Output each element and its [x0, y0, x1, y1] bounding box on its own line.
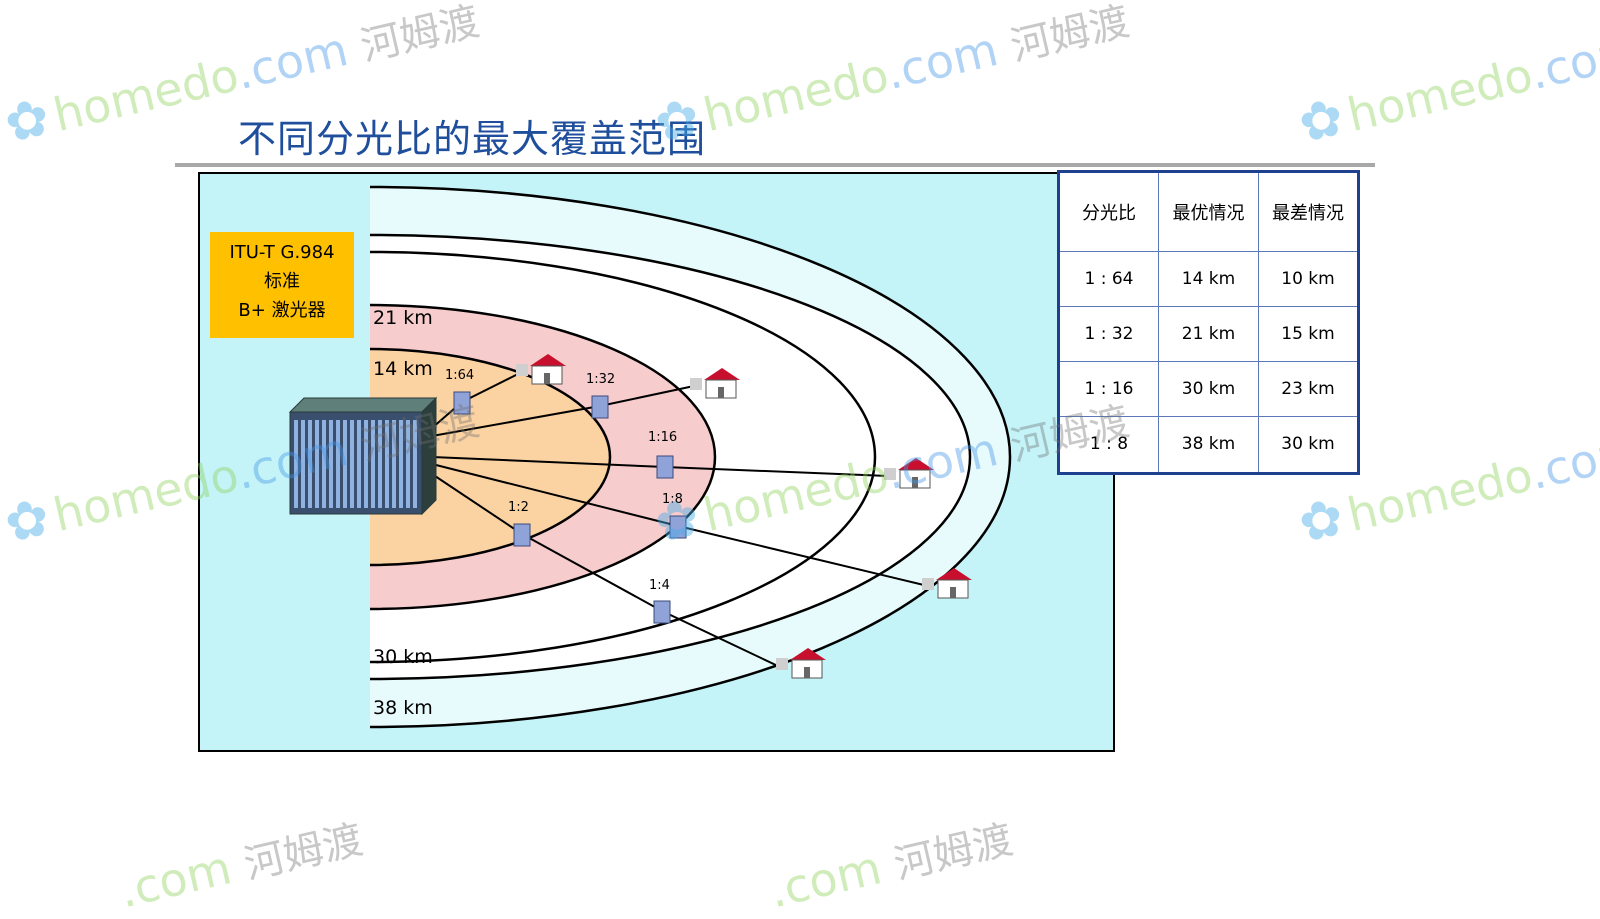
- olt-slot: [378, 420, 382, 508]
- splitter-1-2-icon: [513, 523, 531, 547]
- watermark: .com 河姆渡: [763, 807, 1017, 919]
- flower-logo-icon: ✿: [0, 86, 56, 156]
- olt-slot: [329, 420, 333, 508]
- olt-slot: [336, 420, 340, 508]
- table-cell: 1 : 32: [1058, 305, 1159, 362]
- watermark-domain: .com: [1524, 22, 1600, 101]
- watermark-chinese: 河姆渡: [239, 816, 368, 889]
- table-row: 1 : 8 38 km 30 km: [1058, 415, 1359, 475]
- watermark: .com 河姆渡: [113, 807, 367, 919]
- coverage-diagram: ITU-T G.984 标准 B+ 激光器 21 km 14 km 30 km …: [198, 172, 1115, 752]
- watermark-domain: .com: [114, 840, 237, 919]
- house-icons: [516, 354, 972, 679]
- fiber-lines: [431, 373, 929, 668]
- watermark-brand: homedo: [1342, 447, 1537, 543]
- table-cell: 30 km: [1258, 415, 1359, 475]
- table-cell: 30 km: [1158, 360, 1259, 417]
- table-cell: 1 : 64: [1058, 251, 1159, 307]
- watermark-chinese: 河姆渡: [889, 816, 1018, 889]
- splitter-1-32-icon: [591, 395, 609, 419]
- standard-line-2: 标准: [264, 271, 300, 292]
- table-row: 1 : 64 14 km 10 km: [1058, 251, 1359, 307]
- olt-slot: [371, 420, 375, 508]
- table-cell: 23 km: [1258, 360, 1359, 417]
- house-icon: [884, 458, 934, 489]
- distance-label-21km: 21 km: [373, 307, 433, 329]
- olt-slot: [399, 420, 403, 508]
- standard-info-box: ITU-T G.984 标准 B+ 激光器: [210, 232, 354, 338]
- house-icon: [516, 354, 566, 385]
- splitter-label-1-64: 1:64: [445, 368, 475, 383]
- watermark: ✿homedo.com 河姆渡: [649, 0, 1134, 155]
- olt-slot: [385, 420, 389, 508]
- watermark-chinese: 河姆渡: [1006, 0, 1134, 71]
- watermark-brand: homedo: [1342, 47, 1537, 143]
- splitter-1-4-icon: [653, 600, 671, 624]
- watermark-brand: homedo: [698, 47, 893, 143]
- watermark-domain: .com: [230, 22, 353, 101]
- olt-slot: [301, 420, 305, 508]
- table-cell: 21 km: [1158, 305, 1259, 362]
- flower-logo-icon: ✿: [1293, 486, 1350, 556]
- house-icon: [922, 568, 972, 599]
- watermark-chinese: 河姆渡: [356, 0, 484, 71]
- table-cell: 1 : 16: [1058, 360, 1159, 417]
- watermark-brand: homedo: [48, 47, 243, 143]
- olt-slot: [406, 420, 410, 508]
- splitter-1-16-icon: [656, 455, 674, 479]
- splitter-1-8-icon: [669, 515, 687, 539]
- house-icon: [776, 648, 826, 679]
- splitter-icons: [453, 391, 687, 624]
- olt-slot: [364, 420, 368, 508]
- standard-line-3: B+ 激光器: [238, 300, 326, 321]
- olt-slot: [392, 420, 396, 508]
- distance-label-30km: 30 km: [373, 646, 433, 668]
- splitter-1-64-icon: [453, 391, 471, 415]
- watermark-domain: .com: [764, 840, 887, 919]
- flower-logo-icon: ✿: [1293, 86, 1350, 156]
- watermark: ✿homedo.com: [1293, 18, 1600, 155]
- table-cell: 10 km: [1258, 251, 1359, 307]
- house-icon: [690, 368, 740, 399]
- distance-label-14km: 14 km: [373, 358, 433, 380]
- table-header-cell: 分光比: [1058, 171, 1159, 252]
- table-row: 1 : 16 30 km 23 km: [1058, 360, 1359, 417]
- split-ratio-table: 分光比 最优情况 最差情况 1 : 64 14 km 10 km 1 : 32 …: [1057, 170, 1360, 475]
- flower-logo-icon: ✿: [0, 486, 56, 556]
- splitter-label-1-8: 1:8: [662, 492, 683, 507]
- splitter-label-1-32: 1:32: [586, 372, 616, 387]
- olt-slot: [350, 420, 354, 508]
- olt-slot: [294, 420, 298, 508]
- olt-slot: [322, 420, 326, 508]
- table-cell: 14 km: [1158, 251, 1259, 307]
- olt-slot: [413, 420, 417, 508]
- table-row: 1 : 32 21 km 15 km: [1058, 305, 1359, 362]
- table-header-row: 分光比 最优情况 最差情况: [1058, 171, 1359, 252]
- table-cell: 15 km: [1258, 305, 1359, 362]
- table-cell: 1 : 8: [1058, 415, 1159, 475]
- olt-slot: [343, 420, 347, 508]
- olt-slot: [308, 420, 312, 508]
- splitter-label-1-16: 1:16: [648, 430, 678, 445]
- olt-slots: [294, 420, 417, 508]
- watermark-domain: .com: [1524, 422, 1600, 501]
- splitter-label-1-2: 1:2: [508, 500, 529, 515]
- olt-slot: [357, 420, 361, 508]
- page-title: 不同分光比的最大覆盖范围: [238, 117, 707, 161]
- olt-slot: [315, 420, 319, 508]
- title-divider: [175, 163, 1375, 167]
- standard-line-1: ITU-T G.984: [229, 242, 335, 263]
- watermark-domain: .com: [880, 22, 1003, 101]
- distance-label-38km: 38 km: [373, 697, 433, 719]
- splitter-label-1-4: 1:4: [649, 578, 670, 593]
- table-header-cell: 最优情况: [1158, 171, 1259, 252]
- table-cell: 38 km: [1158, 415, 1259, 475]
- table-header-cell: 最差情况: [1258, 171, 1359, 252]
